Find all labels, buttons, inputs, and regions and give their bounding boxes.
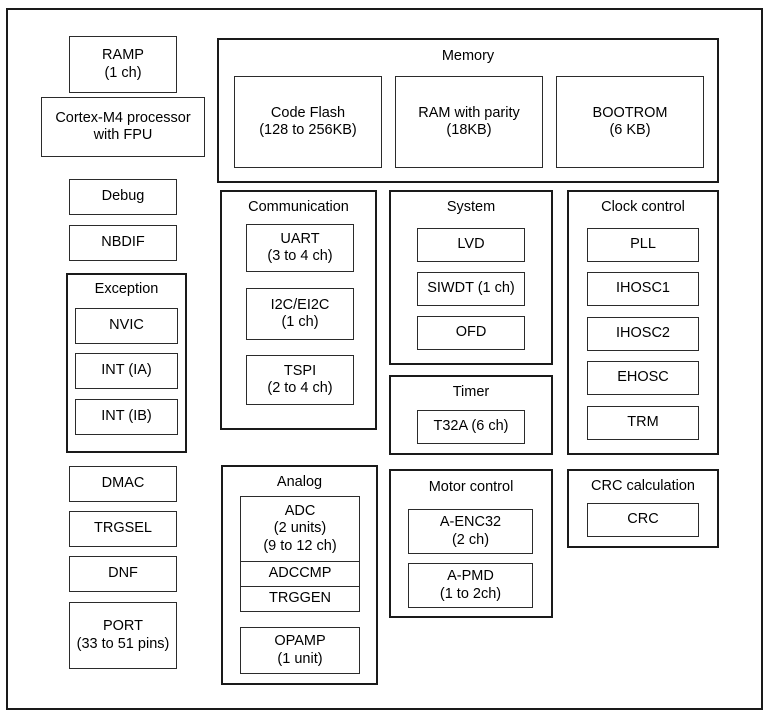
block-opamp-line2: (1 unit) — [277, 650, 323, 667]
block-trgsel[interactable]: TRGSEL — [69, 511, 177, 547]
block-a-enc32-line1: A-ENC32 — [439, 514, 502, 531]
block-pll-label: PLL — [630, 236, 656, 253]
block-adccmp-label: ADCCMP — [268, 565, 332, 582]
block-dnf-label: DNF — [108, 565, 138, 582]
block-uart-line2: (3 to 4 ch) — [267, 248, 333, 264]
block-adccmp[interactable]: ADCCMP — [241, 561, 359, 586]
group-memory-title: Memory — [441, 48, 495, 64]
block-ramp[interactable]: RAMP (1 ch) — [69, 36, 177, 93]
block-trm[interactable]: TRM — [587, 406, 699, 440]
block-nvic-label: NVIC — [109, 317, 144, 334]
block-nvic[interactable]: NVIC — [75, 308, 178, 344]
block-int-ib[interactable]: INT (IB) — [75, 399, 178, 435]
block-a-pmd[interactable]: A-PMD (1 to 2ch) — [408, 563, 533, 608]
group-communication-title: Communication — [248, 199, 349, 215]
block-dnf[interactable]: DNF — [69, 556, 177, 592]
block-bootrom-line2: (6 KB) — [609, 122, 651, 138]
group-crc-title: CRC calculation — [591, 478, 695, 494]
block-a-enc32[interactable]: A-ENC32 (2 ch) — [408, 509, 533, 554]
block-dmac[interactable]: DMAC — [69, 466, 177, 502]
block-trm-label: TRM — [627, 414, 659, 431]
block-tspi-line2: (2 to 4 ch) — [267, 380, 333, 396]
block-ram-with-parity[interactable]: RAM with parity (18KB) — [395, 76, 543, 168]
block-ihosc2[interactable]: IHOSC2 — [587, 317, 699, 351]
block-ofd-label: OFD — [455, 324, 487, 341]
block-adc-line1: ADC — [284, 503, 316, 520]
block-t32a[interactable]: T32A (6 ch) — [417, 410, 525, 444]
group-exception-title: Exception — [94, 281, 159, 297]
block-dmac-label: DMAC — [101, 475, 145, 492]
block-int-ia[interactable]: INT (IA) — [75, 353, 178, 389]
block-i2c-line2: (1 ch) — [281, 314, 319, 330]
block-int-ia-label: INT (IA) — [101, 362, 152, 379]
group-system-title: System — [446, 199, 496, 215]
block-adc[interactable]: ADC (2 units) (9 to 12 ch) — [241, 497, 359, 561]
block-trggen-label: TRGGEN — [268, 590, 332, 607]
block-ram-line2: (18KB) — [446, 122, 492, 138]
block-ramp-line2: (1 ch) — [104, 64, 142, 81]
block-ofd[interactable]: OFD — [417, 316, 525, 350]
block-ihosc1-label: IHOSC1 — [616, 280, 670, 297]
block-nbdif[interactable]: NBDIF — [69, 225, 177, 261]
block-port-line1: PORT — [102, 618, 144, 635]
block-bootrom-line1: BOOTROM — [592, 104, 668, 121]
block-trggen[interactable]: TRGGEN — [241, 586, 359, 611]
block-ihosc2-label: IHOSC2 — [616, 325, 670, 342]
block-int-ib-label: INT (IB) — [101, 408, 152, 425]
block-i2c-line1: I2C/EI2C — [270, 296, 330, 313]
block-opamp[interactable]: OPAMP (1 unit) — [240, 627, 360, 674]
block-tspi[interactable]: TSPI (2 to 4 ch) — [246, 355, 354, 405]
block-code-flash-line2: (128 to 256KB) — [259, 122, 357, 138]
block-lvd[interactable]: LVD — [417, 228, 525, 262]
block-adc-line3: (9 to 12 ch) — [263, 537, 337, 554]
block-a-pmd-line2: (1 to 2ch) — [439, 585, 502, 602]
block-code-flash[interactable]: Code Flash (128 to 256KB) — [234, 76, 382, 168]
block-trgsel-label: TRGSEL — [93, 520, 152, 537]
block-debug[interactable]: Debug — [69, 179, 177, 215]
block-i2c-ei2c[interactable]: I2C/EI2C (1 ch) — [246, 288, 354, 340]
block-code-flash-line1: Code Flash — [270, 104, 346, 121]
block-nbdif-label: NBDIF — [101, 234, 145, 251]
block-tspi-line1: TSPI — [283, 362, 317, 379]
block-ehosc-label: EHOSC — [617, 369, 669, 386]
block-siwdt-label: SIWDT (1 ch) — [427, 280, 515, 297]
block-cpu-line2: with FPU — [93, 127, 153, 143]
block-pll[interactable]: PLL — [587, 228, 699, 262]
block-ram-line1: RAM with parity — [418, 104, 520, 121]
block-port-line2: (33 to 51 pins) — [76, 635, 170, 652]
group-motor-control-title: Motor control — [428, 479, 514, 495]
block-uart-line1: UART — [280, 230, 320, 247]
block-crc[interactable]: CRC — [587, 503, 699, 537]
block-a-enc32-line2: (2 ch) — [451, 531, 490, 548]
block-ihosc1[interactable]: IHOSC1 — [587, 272, 699, 306]
block-bootrom[interactable]: BOOTROM (6 KB) — [556, 76, 704, 168]
block-a-pmd-line1: A-PMD — [447, 568, 494, 585]
block-crc-label: CRC — [627, 511, 659, 528]
block-cortex-m4-processor[interactable]: Cortex-M4 processor with FPU — [41, 97, 205, 157]
block-adc-line2: (2 units) — [273, 520, 327, 537]
block-opamp-line1: OPAMP — [274, 633, 326, 650]
group-timer-title: Timer — [452, 384, 490, 400]
block-port[interactable]: PORT (33 to 51 pins) — [69, 602, 177, 669]
block-debug-label: Debug — [101, 188, 145, 205]
block-ramp-line1: RAMP — [102, 47, 144, 64]
block-uart[interactable]: UART (3 to 4 ch) — [246, 224, 354, 272]
block-siwdt[interactable]: SIWDT (1 ch) — [417, 272, 525, 306]
block-cpu-line1: Cortex-M4 processor — [55, 109, 191, 126]
block-ehosc[interactable]: EHOSC — [587, 361, 699, 395]
block-lvd-label: LVD — [457, 236, 485, 253]
group-analog-title: Analog — [276, 474, 323, 490]
block-adc-stack: ADC (2 units) (9 to 12 ch) ADCCMP TRGGEN — [240, 496, 360, 612]
group-clock-control-title: Clock control — [601, 199, 685, 215]
block-t32a-label: T32A (6 ch) — [433, 418, 509, 435]
